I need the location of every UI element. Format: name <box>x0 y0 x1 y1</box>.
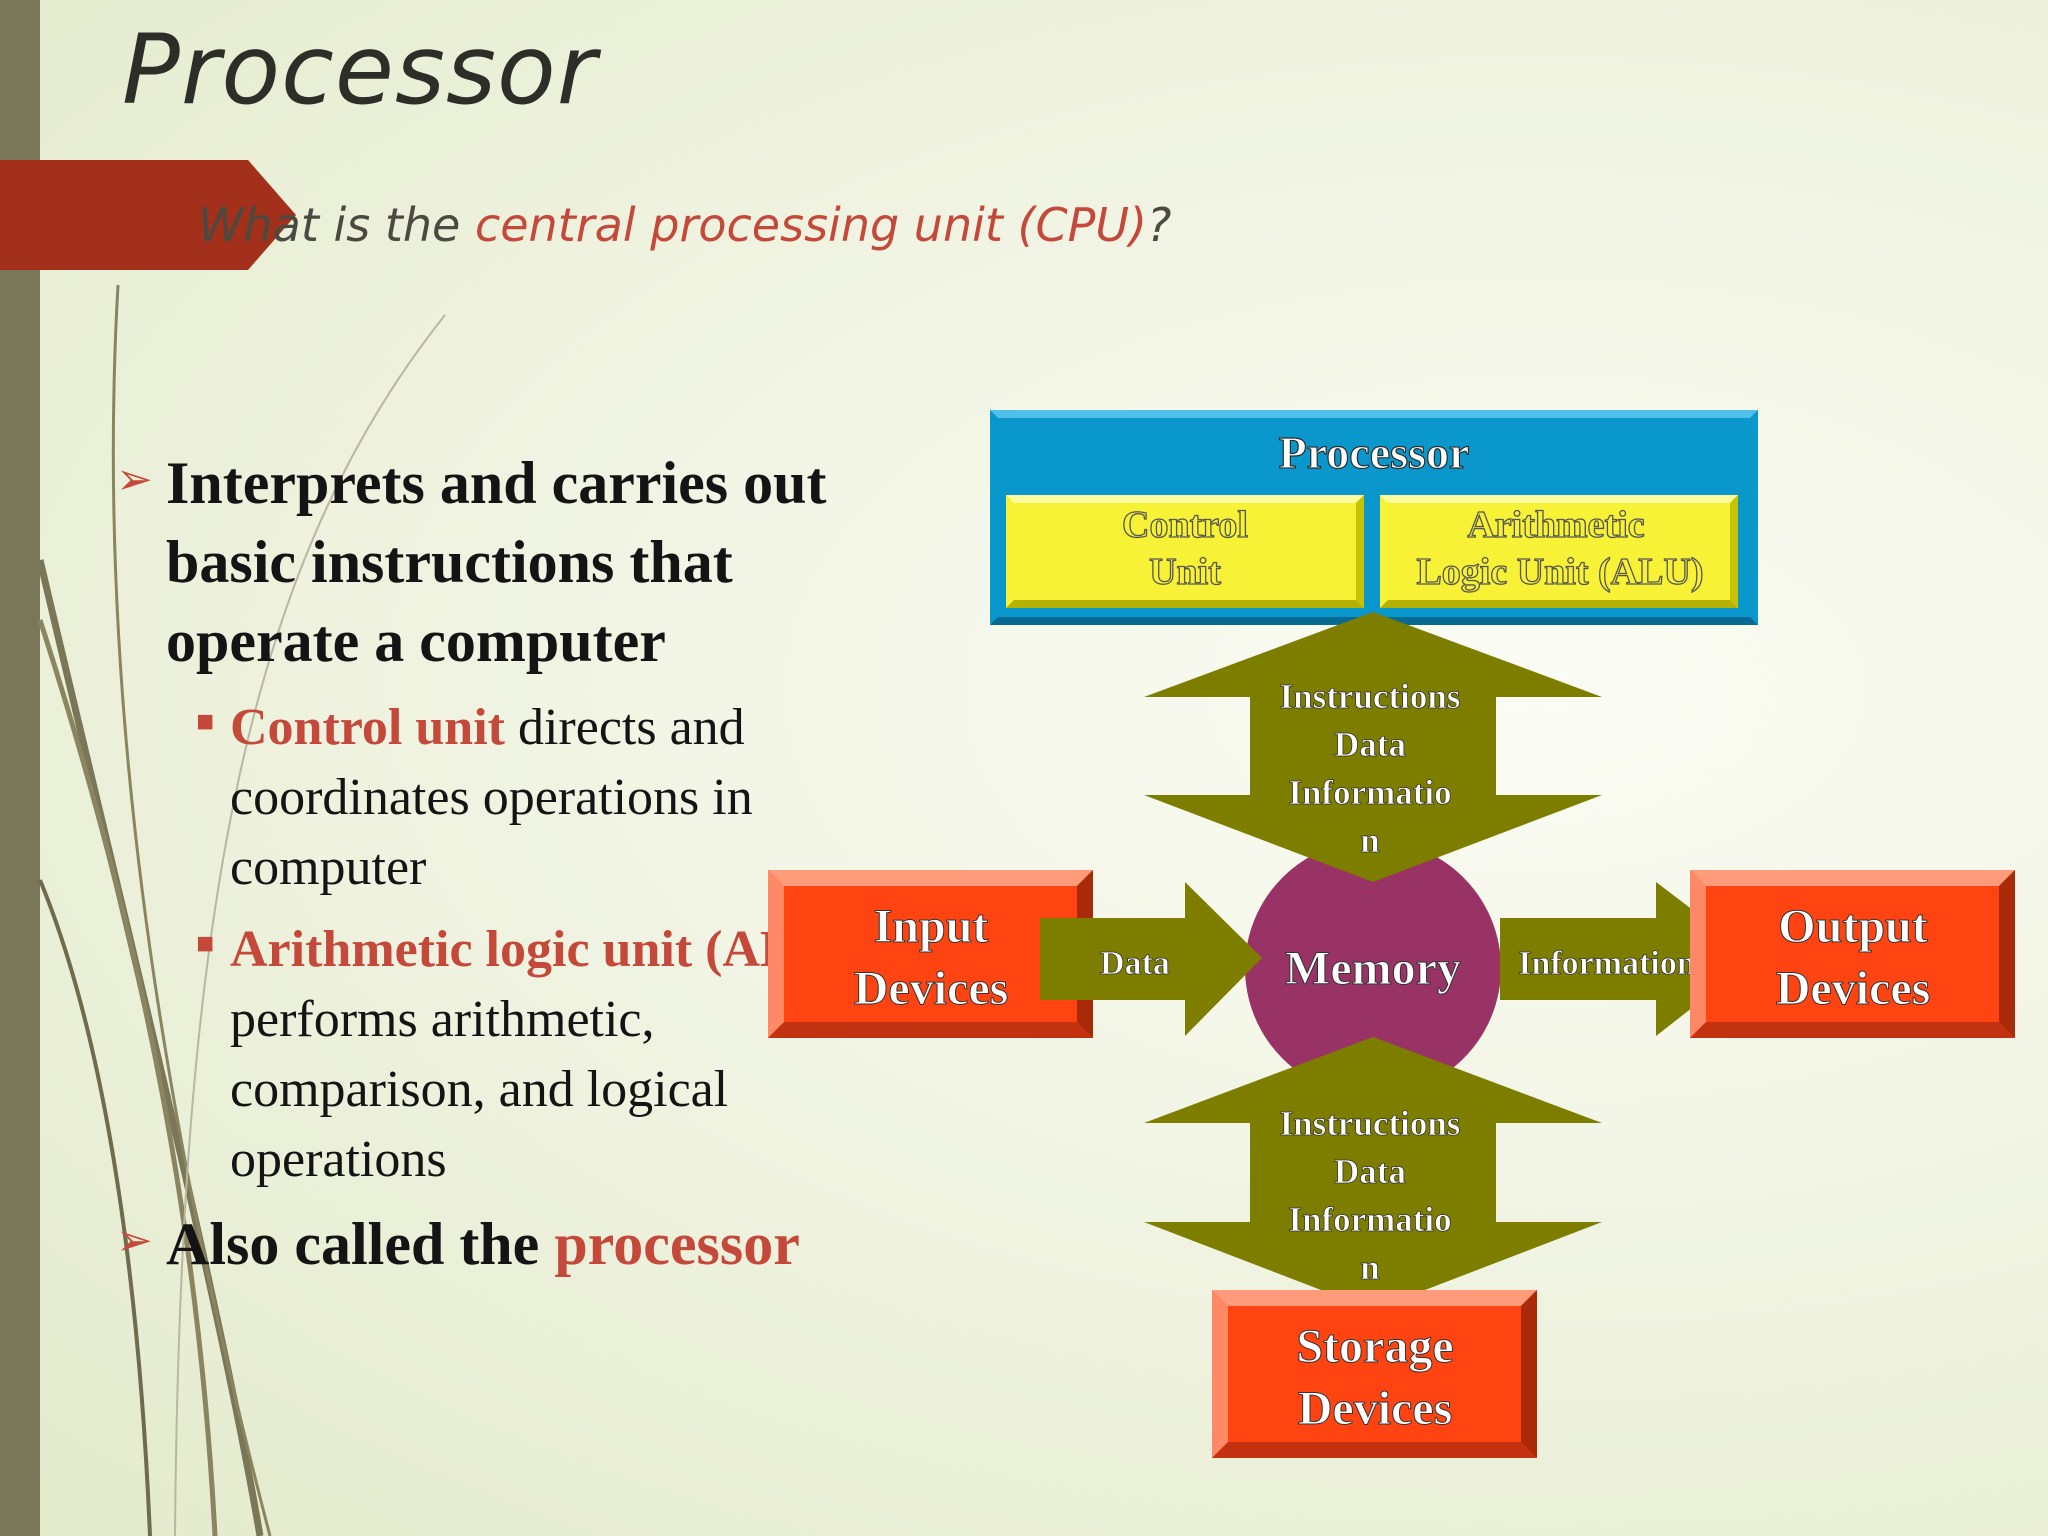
memory-circle <box>1245 840 1501 1096</box>
input-memory-arrow: Data <box>1040 882 1262 1036</box>
square-bullet-icon: ■ <box>196 927 215 960</box>
question-highlight: central processing unit (CPU) <box>474 198 1147 252</box>
bottom-arrow-line-3: Informatio <box>1288 1200 1451 1239</box>
top-arrow-line-3: Informatio <box>1288 773 1451 812</box>
cpu-question: What is the central processing unit (CPU… <box>198 198 1171 252</box>
bullet-interprets-text: Interprets and carries out basic instruc… <box>166 450 827 674</box>
control-unit-desc: directs and coordinates operations in co… <box>230 699 753 896</box>
control-unit-box: Control Unit <box>1006 495 1364 608</box>
question-suffix: ? <box>1146 198 1172 252</box>
alu-label-2: Logic Unit (ALU) <box>1416 551 1703 593</box>
storage-devices-box: Storage Devices <box>1212 1290 1537 1458</box>
arrow-bullet-icon: ➢ <box>116 455 153 504</box>
top-arrow-line-2: Data <box>1334 725 1406 764</box>
output-devices-box: Output Devices <box>1690 870 2015 1038</box>
processor-term: processor <box>554 1211 800 1277</box>
output-label-2: Devices <box>1776 962 1931 1015</box>
title-red-tab <box>0 160 296 270</box>
control-unit-term: Control unit <box>230 699 505 756</box>
alu-box: Arithmetic Logic Unit (ALU) <box>1380 495 1738 608</box>
bottom-arrow-line-2: Data <box>1334 1152 1406 1191</box>
memory-label: Memory <box>1285 942 1461 995</box>
memory-storage-arrow: Instructions Data Informatio n <box>1144 1037 1602 1310</box>
processor-memory-arrow: Instructions Data Informatio n <box>1144 612 1602 882</box>
processor-label: Processor <box>1279 427 1470 478</box>
alu-term: Arithmetic logic unit (ALU) <box>230 921 850 978</box>
arrow-bullet-icon: ➢ <box>116 1216 153 1265</box>
input-label-2: Devices <box>854 962 1009 1015</box>
bullet-list: ➢ Interprets and carries out basic instr… <box>116 444 876 1284</box>
output-label-1: Output <box>1778 900 1927 953</box>
bullet-also-called: ➢ Also called the processor <box>116 1205 876 1284</box>
bottom-arrow-line-4: n <box>1360 1248 1379 1287</box>
also-called-prefix: Also called the <box>166 1211 555 1277</box>
storage-label-2: Devices <box>1298 1382 1453 1435</box>
bullet-control-unit: ■ Control unit directs and coordinates o… <box>196 693 876 903</box>
input-devices-box: Input Devices <box>768 870 1093 1038</box>
control-unit-label-1: Control <box>1122 504 1248 546</box>
control-unit-label-2: Unit <box>1149 551 1221 593</box>
bottom-arrow-line-1: Instructions <box>1280 1104 1461 1143</box>
bullet-alu: ■ Arithmetic logic unit (ALU) performs a… <box>196 915 876 1195</box>
alu-label-1: Arithmetic <box>1467 504 1644 546</box>
square-bullet-icon: ■ <box>196 705 215 738</box>
question-prefix: What is the <box>198 198 475 252</box>
output-arrow-label: Information <box>1518 945 1696 982</box>
top-arrow-line-4: n <box>1360 821 1379 860</box>
alu-desc: performs arithmetic, comparison, and log… <box>230 991 729 1188</box>
bullet-interprets: ➢ Interprets and carries out basic instr… <box>116 444 876 681</box>
slide-title: Processor <box>122 14 598 126</box>
storage-label-1: Storage <box>1296 1320 1453 1373</box>
top-arrow-line-1: Instructions <box>1280 677 1461 716</box>
input-arrow-label: Data <box>1100 945 1170 982</box>
input-label-1: Input <box>874 900 989 953</box>
